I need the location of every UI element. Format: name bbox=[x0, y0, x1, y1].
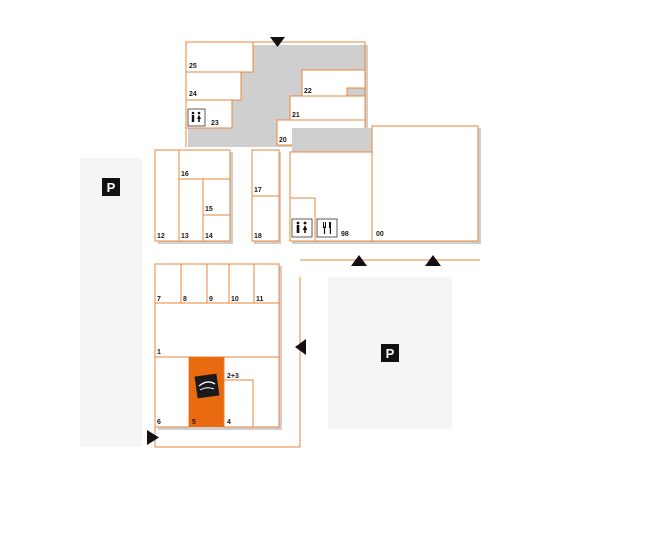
unit-6[interactable]: 6 bbox=[154, 356, 190, 428]
unit-label-10: 10 bbox=[231, 296, 239, 303]
unit-label-14: 14 bbox=[205, 233, 213, 240]
unit-label-11: 11 bbox=[256, 296, 264, 303]
unit-14[interactable]: 14 bbox=[202, 214, 231, 242]
parking-symbol-east: P bbox=[386, 346, 395, 361]
unit-11[interactable]: 11 bbox=[253, 263, 280, 304]
unit-label-17: 17 bbox=[254, 187, 262, 194]
entrance-arrow-east-2 bbox=[425, 255, 441, 266]
parking-symbol-west: P bbox=[107, 180, 116, 195]
unit-label-2-3: 2+3 bbox=[227, 373, 239, 380]
unit-10[interactable]: 10 bbox=[228, 263, 255, 304]
parking-sign-east: P bbox=[381, 344, 399, 362]
unit-label-6: 6 bbox=[157, 419, 161, 426]
entrance-arrow-south-west bbox=[147, 430, 159, 445]
unit-12[interactable]: 12 bbox=[154, 149, 180, 242]
unit-24[interactable]: 24 bbox=[185, 71, 242, 101]
unit-label-23: 23 bbox=[211, 120, 219, 127]
unit-label-25: 25 bbox=[189, 63, 197, 70]
unit-8[interactable]: 8 bbox=[180, 263, 208, 304]
unit-25[interactable]: 25 bbox=[185, 41, 254, 73]
unit-7[interactable]: 7 bbox=[154, 263, 182, 304]
unit-label-1: 1 bbox=[157, 349, 161, 356]
fork-knife-icon bbox=[316, 218, 338, 238]
unit-9[interactable]: 9 bbox=[206, 263, 230, 304]
unit-00[interactable]: 00 bbox=[371, 125, 479, 242]
unit-98-partition bbox=[290, 197, 316, 241]
unit-5-highlighted[interactable]: 5 bbox=[189, 357, 224, 427]
unit-label-12: 12 bbox=[157, 233, 165, 240]
restroom-icon bbox=[187, 108, 206, 127]
unit-18[interactable]: 18 bbox=[251, 195, 280, 242]
unit-label-98: 98 bbox=[341, 231, 349, 238]
unit-label-24: 24 bbox=[189, 91, 197, 98]
unit-label-13: 13 bbox=[181, 233, 189, 240]
unit-15[interactable]: 15 bbox=[202, 178, 231, 216]
unit-17[interactable]: 17 bbox=[251, 149, 280, 197]
restroom-icon-2 bbox=[291, 218, 313, 238]
unit-label-15: 15 bbox=[205, 206, 213, 213]
store-logo-icon bbox=[194, 373, 220, 399]
parking-sign-west: P bbox=[102, 178, 120, 196]
parking-area-west[interactable] bbox=[80, 158, 142, 447]
entrance-arrow-top bbox=[270, 37, 285, 47]
unit-21[interactable]: 21 bbox=[289, 95, 366, 121]
entrance-arrow-south-east bbox=[295, 339, 306, 355]
entrance-arrow-east-1 bbox=[351, 255, 367, 266]
unit-label-22: 22 bbox=[304, 88, 312, 95]
unit-label-20: 20 bbox=[279, 137, 287, 144]
unit-label-21: 21 bbox=[292, 112, 300, 119]
unit-1[interactable]: 1 bbox=[154, 302, 280, 358]
unit-label-16: 16 bbox=[181, 171, 189, 178]
unit-4[interactable]: 4 bbox=[223, 379, 254, 428]
unit-label-8: 8 bbox=[183, 296, 187, 303]
unit-label-18: 18 bbox=[254, 233, 262, 240]
unit-label-4: 4 bbox=[227, 419, 231, 426]
unit-label-7: 7 bbox=[157, 296, 161, 303]
unit-label-5: 5 bbox=[192, 419, 196, 426]
unit-13[interactable]: 13 bbox=[178, 178, 204, 242]
unit-16[interactable]: 16 bbox=[178, 149, 231, 180]
unit-label-9: 9 bbox=[209, 296, 213, 303]
unit-label-00: 00 bbox=[376, 231, 384, 238]
